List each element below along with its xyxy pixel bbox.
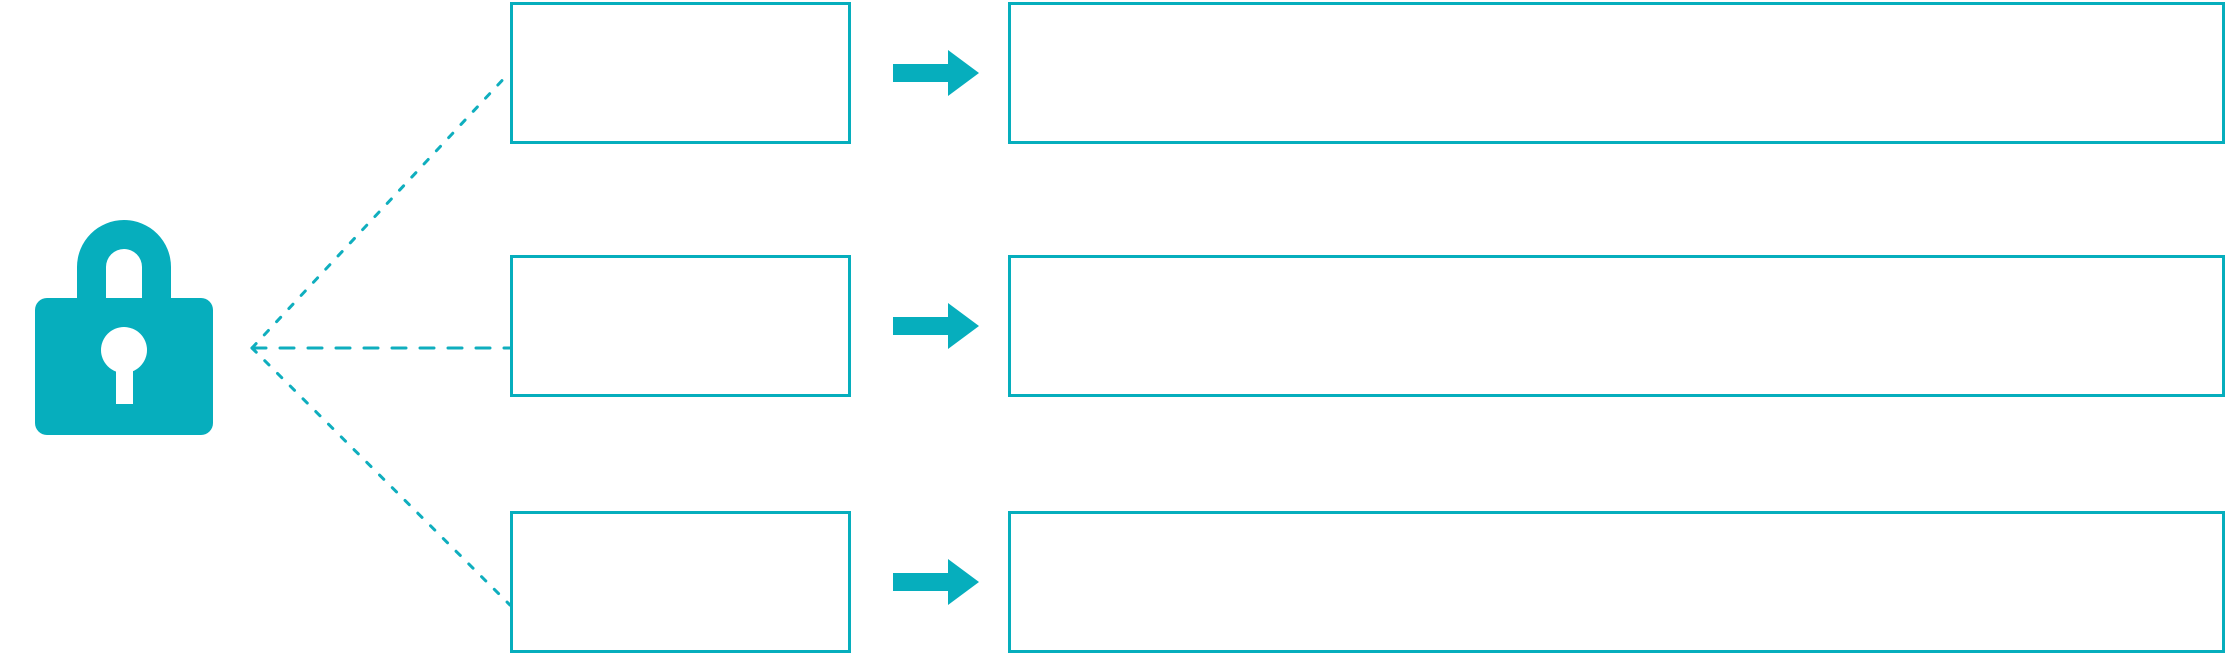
arrow-right-icon — [893, 50, 979, 96]
diagram-row — [0, 0, 2229, 145]
row-1-small-box[interactable] — [510, 2, 851, 144]
diagram-row — [0, 253, 2229, 398]
arrow-right-icon — [893, 303, 979, 349]
row-1-large-box[interactable] — [1008, 2, 2225, 144]
row-2-small-box[interactable] — [510, 255, 851, 397]
row-3-small-box[interactable] — [510, 511, 851, 653]
row-2-large-box[interactable] — [1008, 255, 2225, 397]
arrow-right-icon — [893, 559, 979, 605]
lock-icon — [30, 210, 220, 440]
row-3-large-box[interactable] — [1008, 511, 2225, 653]
diagram-row — [0, 509, 2229, 654]
